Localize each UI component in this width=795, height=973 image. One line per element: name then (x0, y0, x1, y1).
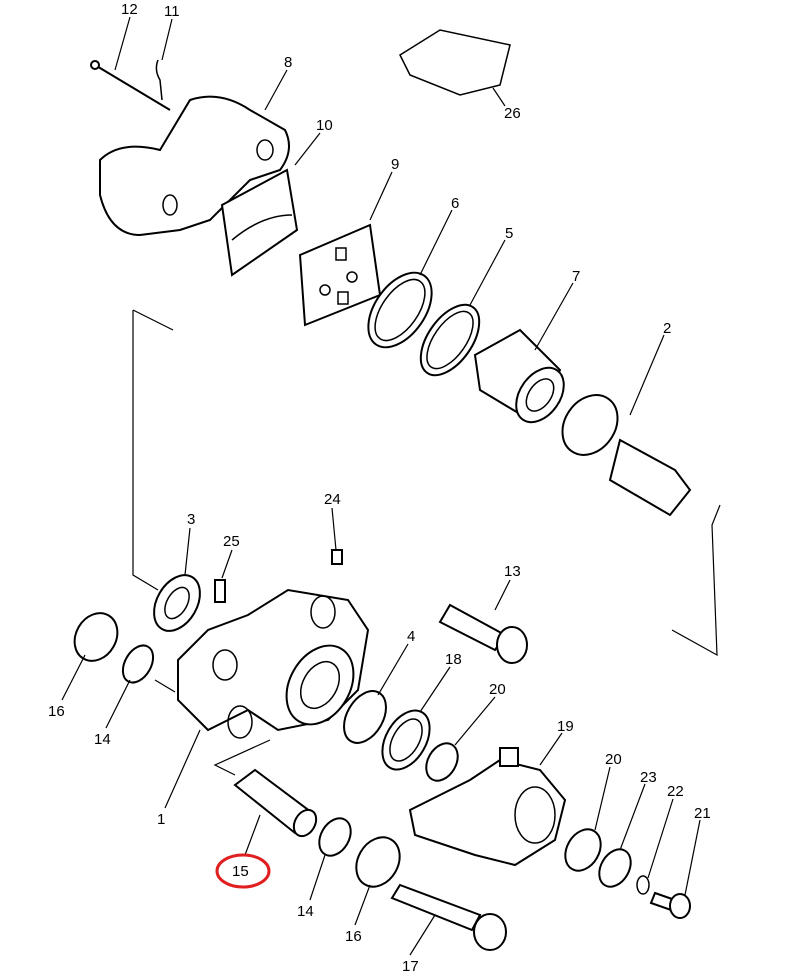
sleeve-7 (473, 328, 565, 424)
callout-14: 14 (94, 731, 111, 748)
callout-15: 15 (232, 863, 249, 880)
caliper-half-8 (99, 95, 290, 237)
ring-18 (381, 709, 431, 771)
caliper-body-1 (177, 588, 370, 739)
clip-22 (636, 875, 650, 895)
bracket-19 (408, 747, 567, 867)
callout-25: 25 (223, 533, 240, 550)
callout-13: 13 (504, 563, 521, 580)
callout-26: 26 (504, 105, 521, 122)
washer-23 (598, 848, 632, 888)
shim-26 (399, 29, 511, 96)
callout-16b: 16 (345, 928, 362, 945)
bolt-13 (438, 603, 528, 664)
assembly-bracket-lines (132, 309, 721, 657)
callout-7: 7 (572, 268, 580, 285)
callout-5: 5 (505, 225, 513, 242)
bushing-20b (564, 828, 602, 872)
callout-2: 2 (663, 320, 671, 337)
ring-5 (419, 303, 481, 377)
callout-12: 12 (121, 1, 138, 18)
pad-10 (220, 168, 299, 277)
ring-6 (367, 271, 433, 349)
fitting-24 (331, 549, 343, 565)
callout-22: 22 (667, 783, 684, 800)
pin-11 (155, 59, 163, 101)
bushing-16b (355, 836, 401, 888)
leader-lines (61, 16, 701, 956)
seal-3 (153, 574, 201, 632)
callout-21: 21 (694, 805, 711, 822)
callout-4: 4 (407, 628, 415, 645)
callout-19: 19 (557, 718, 574, 735)
highlight-circle (215, 853, 271, 889)
bracket-lines (154, 679, 271, 776)
callout-17: 17 (402, 958, 419, 973)
bolt-17 (390, 883, 507, 951)
fitting-25 (214, 579, 226, 603)
bolt-12 (90, 60, 171, 111)
plate-9 (298, 223, 382, 327)
callout-24: 24 (324, 491, 341, 508)
callout-1: 1 (157, 811, 165, 828)
callout-23: 23 (640, 769, 657, 786)
callout-14b: 14 (297, 903, 314, 920)
callout-20b: 20 (605, 751, 622, 768)
callout-6: 6 (451, 195, 459, 212)
callout-3: 3 (187, 511, 195, 528)
ring-14a (121, 644, 155, 684)
bushing-20a (425, 742, 459, 782)
callout-9: 9 (391, 156, 399, 173)
callout-20: 20 (489, 681, 506, 698)
callout-11: 11 (164, 3, 180, 20)
bolt-21 (649, 891, 691, 919)
callout-18: 18 (445, 651, 462, 668)
callout-8: 8 (284, 54, 292, 71)
bushing-16a (73, 612, 119, 662)
ring-14b (318, 817, 352, 857)
pin-15 (233, 768, 318, 838)
callout-16: 16 (48, 703, 65, 720)
callout-10: 10 (316, 117, 333, 134)
shaft-2 (561, 394, 692, 517)
